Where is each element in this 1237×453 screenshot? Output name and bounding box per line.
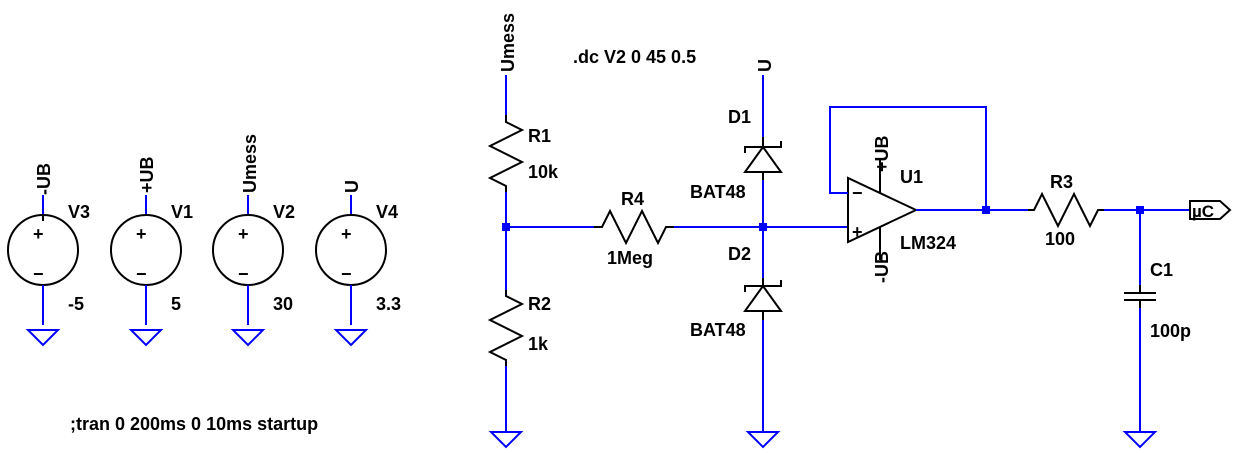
- ground-symbol: [1122, 431, 1158, 449]
- source-value-v3: -5: [68, 294, 84, 314]
- source-name-v2: V2: [273, 202, 295, 222]
- ground-symbol: [25, 329, 61, 347]
- resistor-value-r2: 1k: [528, 334, 549, 354]
- net-label-umess-top: Umess: [498, 13, 518, 72]
- dc-directive[interactable]: .dc V2 0 45 0.5: [573, 47, 696, 67]
- opamp-u1[interactable]: − + +UB -UB U1 LM324: [847, 135, 956, 283]
- diode-d2[interactable]: D2 BAT48: [690, 244, 783, 340]
- ground-symbol: [128, 329, 164, 347]
- output-port-label: µC: [1192, 202, 1214, 221]
- source-name-v3: V3: [68, 202, 90, 222]
- opamp-model: LM324: [900, 233, 956, 253]
- opamp-neg-supply-label: -UB: [872, 251, 892, 283]
- diode-model-d2: BAT48: [690, 320, 746, 340]
- source-value-v1: 5: [171, 294, 181, 314]
- ground-symbol: [333, 329, 369, 347]
- source-value-v4: 3.3: [376, 294, 401, 314]
- ground-symbol: [745, 431, 781, 449]
- source-plus-symbol: +: [33, 224, 44, 244]
- resistor-name-r2: R2: [528, 294, 551, 314]
- voltage-source-v2[interactable]: + − V2 30 Umess: [212, 134, 295, 347]
- opamp-minus-symbol: −: [852, 183, 863, 203]
- source-minus-symbol: −: [33, 264, 44, 284]
- source-plus-symbol: +: [136, 224, 147, 244]
- junction-dot: [982, 206, 990, 214]
- resistor-value-r4: 1Meg: [607, 248, 653, 268]
- opamp-name: U1: [900, 167, 923, 187]
- resistor-name-r3: R3: [1050, 172, 1073, 192]
- source-name-v1: V1: [171, 202, 193, 222]
- ground-symbol: [488, 431, 524, 449]
- source-plus-symbol: +: [341, 224, 352, 244]
- net-label-u-top: U: [755, 59, 775, 72]
- resistor-name-r4: R4: [621, 189, 644, 209]
- tran-directive[interactable]: ;tran 0 200ms 0 10ms startup: [70, 414, 318, 434]
- diode-d1[interactable]: D1 BAT48: [690, 107, 783, 202]
- source-minus-symbol: −: [136, 264, 147, 284]
- resistor-name-r1: R1: [528, 126, 551, 146]
- source-name-v4: V4: [376, 202, 398, 222]
- source-plus-symbol: +: [238, 224, 249, 244]
- resistor-r3[interactable]: R3 100: [1028, 172, 1104, 249]
- diode-name-d1: D1: [728, 107, 751, 127]
- resistor-r1[interactable]: R1 10k: [487, 115, 559, 192]
- source-minus-symbol: −: [341, 264, 352, 284]
- diode-model-d1: BAT48: [690, 182, 746, 202]
- source-value-v2: 30: [273, 294, 293, 314]
- net-label-neg-ub: -UB: [34, 163, 54, 195]
- net-label-umess: Umess: [240, 134, 260, 193]
- voltage-source-v4[interactable]: + − V4 3.3 U: [315, 180, 401, 347]
- voltage-source-v1[interactable]: + − V1 5 +UB: [110, 156, 193, 347]
- ground-symbol: [230, 329, 266, 347]
- capacitor-value-c1: 100p: [1150, 321, 1191, 341]
- resistor-value-r3: 100: [1045, 229, 1075, 249]
- capacitor-name-c1: C1: [1150, 260, 1173, 280]
- diode-name-d2: D2: [728, 244, 751, 264]
- capacitor-c1[interactable]: C1 100p: [1124, 260, 1191, 341]
- net-label-pos-ub: +UB: [137, 156, 157, 193]
- voltage-source-v3[interactable]: + − V3 -5 -UB: [7, 163, 90, 347]
- resistor-r4[interactable]: R4 1Meg: [594, 189, 674, 268]
- resistor-value-r1: 10k: [528, 162, 559, 182]
- output-port-uc[interactable]: µC: [1189, 200, 1232, 221]
- feedback-wire: [829, 106, 987, 210]
- source-minus-symbol: −: [238, 264, 249, 284]
- opamp-plus-symbol: +: [852, 222, 863, 242]
- net-label-u: U: [342, 180, 362, 193]
- opamp-pos-supply-label: +UB: [872, 135, 892, 172]
- resistor-r2[interactable]: R2 1k: [487, 290, 551, 366]
